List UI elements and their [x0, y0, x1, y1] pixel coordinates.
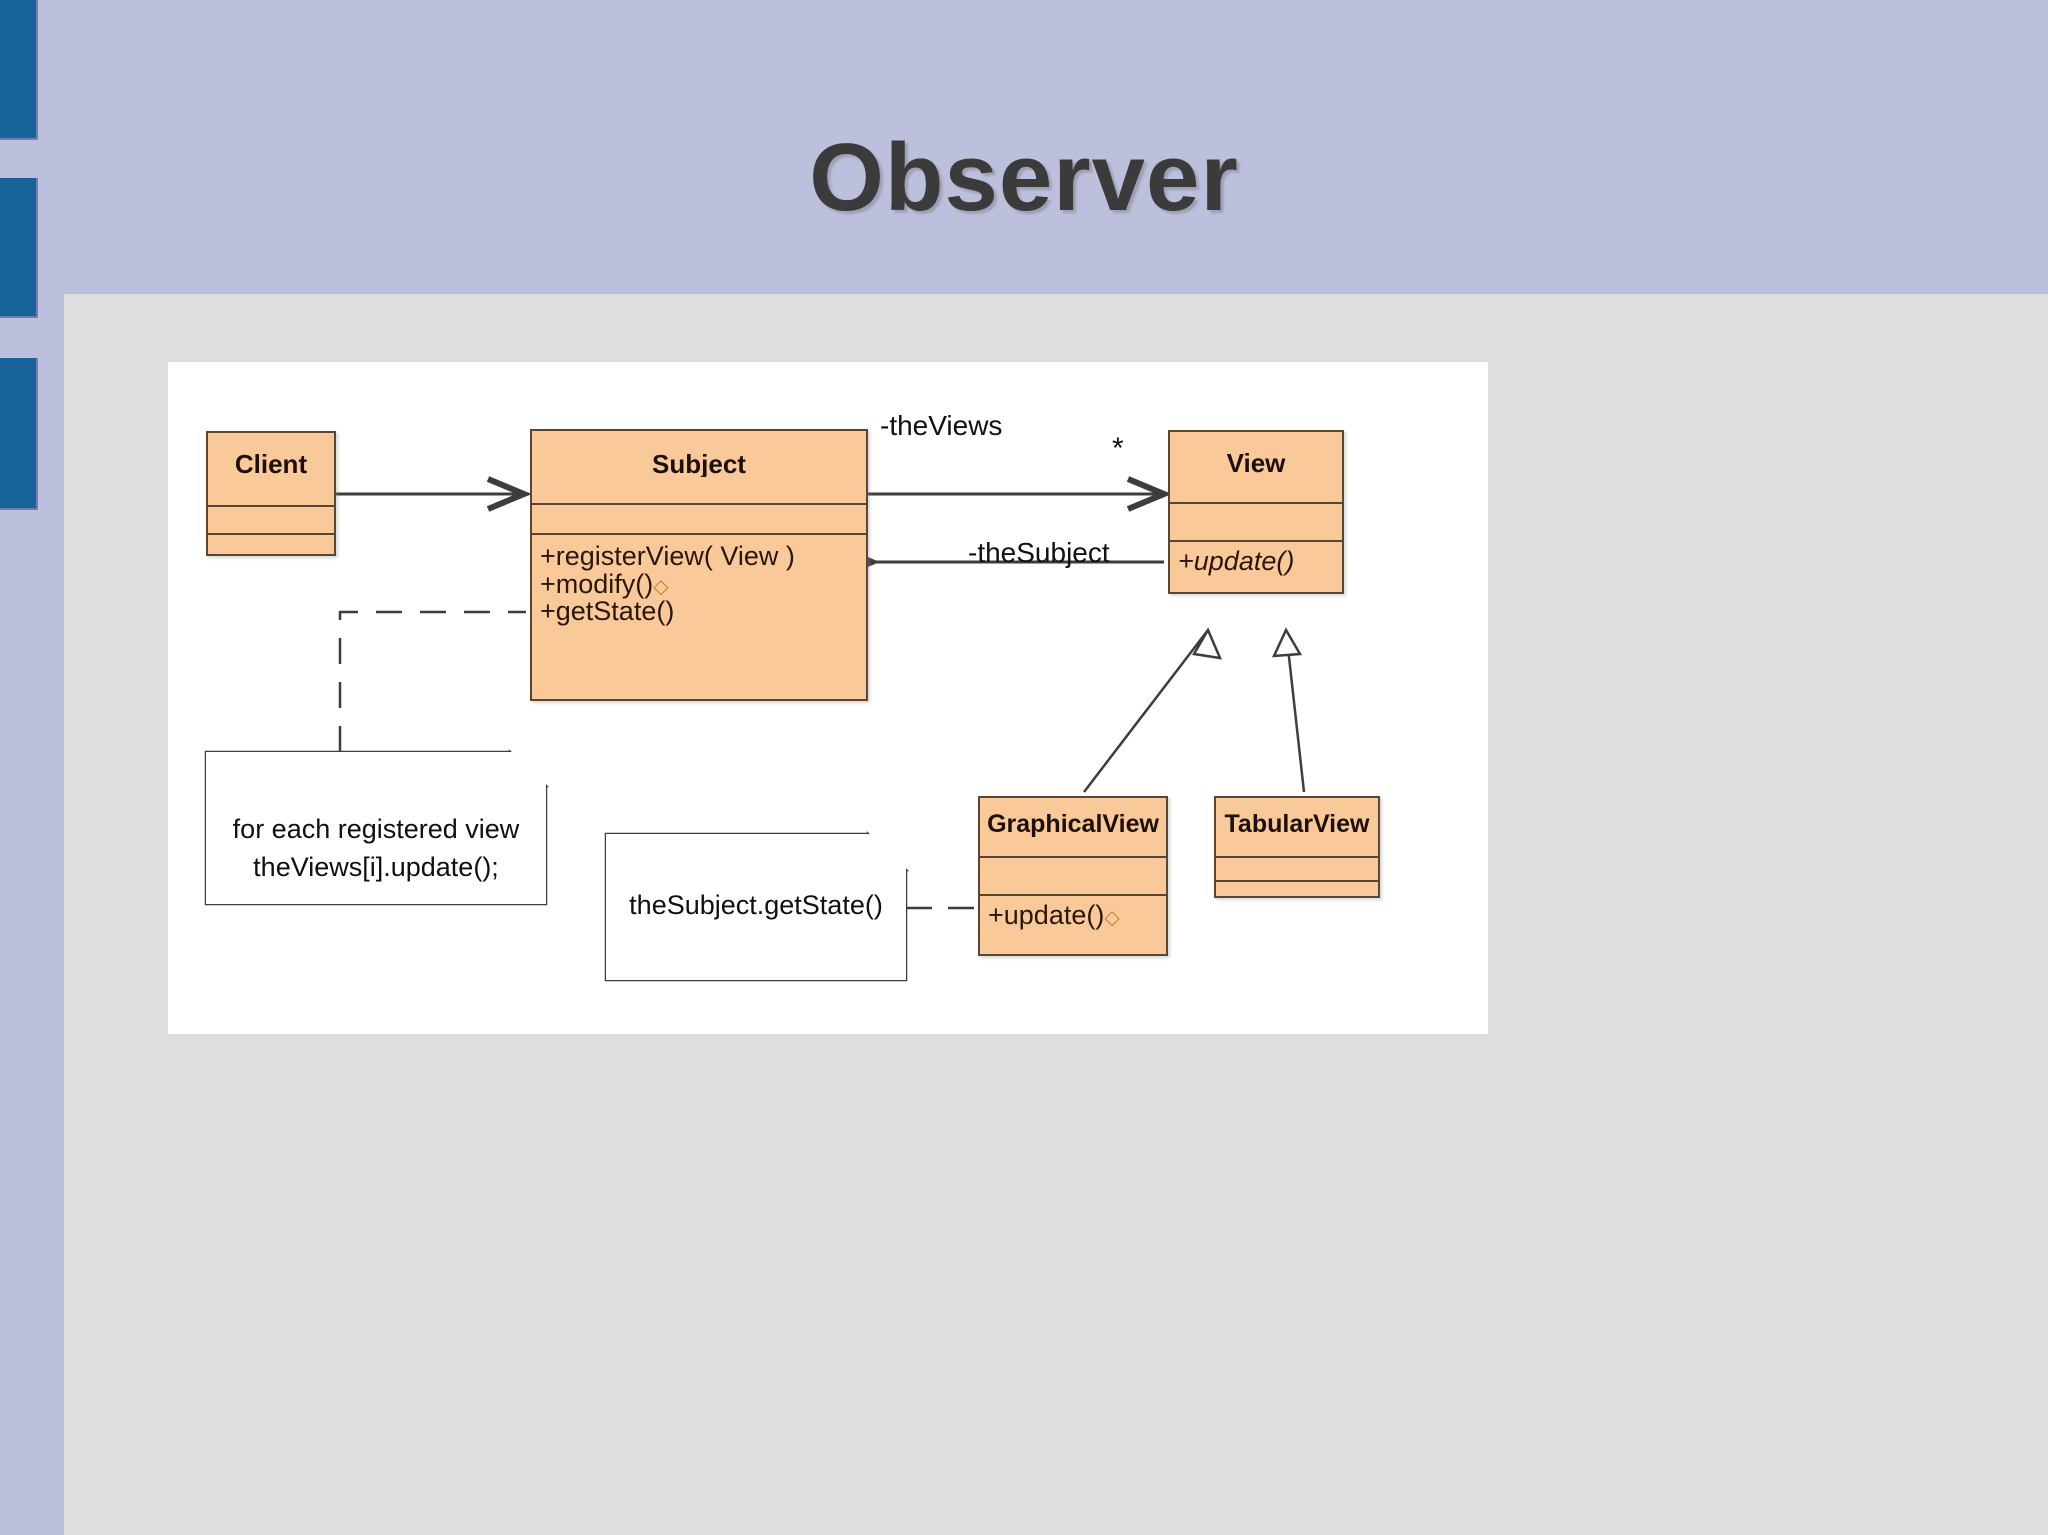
uml-class-name-tabularview: TabularView [1224, 810, 1370, 837]
uml-attributes-compartment [208, 507, 334, 533]
uml-class-subject[interactable]: Subject +registerView( View ) +modify()◇… [530, 429, 868, 701]
operation-marker-icon: ◇ [653, 575, 669, 598]
uml-operation: +update()◇ [988, 900, 1166, 930]
edge-graphicalview-generalization [1083, 629, 1209, 793]
uml-operation-label: +update() [988, 900, 1105, 930]
uml-class-tabularview[interactable]: TabularView [1214, 796, 1380, 898]
sidebar-accent-strip [0, 0, 38, 1535]
generalization-arrowhead-tabularview [1271, 627, 1303, 658]
title-band [0, 0, 2048, 294]
uml-divider [1170, 540, 1342, 542]
edge-tabularview-generalization [1284, 629, 1306, 793]
uml-operation: +modify()◇ [540, 568, 866, 599]
uml-divider [1216, 880, 1378, 882]
accent-bar-3 [0, 358, 38, 510]
uml-diagram-canvas: Client Subject +registerView( View ) +mo… [168, 362, 1488, 1034]
accent-bar-2 [0, 178, 38, 318]
uml-attributes-compartment [532, 505, 866, 533]
uml-note-get-state: theSubject.getState() [606, 834, 906, 980]
edge-label-the-views: -theViews [880, 410, 1003, 441]
edge-label-multiplicity: * [1112, 432, 1124, 465]
page-title: Observer [809, 124, 1239, 231]
uml-class-graphicalview[interactable]: GraphicalView +update()◇ [978, 796, 1168, 956]
uml-note-for-each-view: for each registered view theViews[i].upd… [206, 752, 546, 904]
uml-operation: +getState() [540, 596, 675, 627]
note-anchor-foreach [338, 610, 526, 752]
uml-attributes-compartment [980, 858, 1166, 894]
uml-operation: +registerView( View ) [540, 541, 795, 571]
uml-class-view[interactable]: View +update() [1168, 430, 1344, 594]
uml-operations-compartment: +registerView( View ) +modify()◇ +getSta… [532, 535, 866, 626]
uml-class-name-graphicalview: GraphicalView [987, 810, 1159, 837]
uml-divider [1216, 856, 1378, 858]
uml-divider [208, 505, 334, 507]
uml-class-name-subject: Subject [652, 449, 746, 477]
uml-class-name-view: View [1226, 448, 1286, 476]
uml-attributes-compartment [1170, 504, 1342, 540]
uml-divider [532, 503, 866, 505]
uml-divider [532, 533, 866, 535]
note-line: theSubject.getState() [629, 890, 883, 920]
uml-divider [980, 894, 1166, 896]
note-line: theViews[i].update(); [253, 852, 499, 882]
operation-marker-icon: ◇ [1104, 907, 1120, 929]
accent-bar-1 [0, 0, 38, 140]
uml-divider [208, 533, 334, 535]
uml-operation: +update() [1178, 546, 1295, 576]
uml-class-name-client: Client [234, 449, 308, 477]
generalization-arrowhead-graphicalview [1191, 627, 1223, 660]
uml-operations-compartment: +update() [1170, 542, 1342, 576]
uml-attributes-compartment [1216, 858, 1378, 880]
edge-label-the-subject: -theSubject [968, 537, 1110, 568]
uml-operations-compartment: +update()◇ [980, 896, 1166, 930]
uml-operation-label: +modify() [540, 568, 654, 599]
uml-divider [1170, 502, 1342, 504]
uml-class-client[interactable]: Client [206, 431, 336, 556]
uml-divider [980, 856, 1166, 858]
note-line: for each registered view [232, 814, 520, 844]
